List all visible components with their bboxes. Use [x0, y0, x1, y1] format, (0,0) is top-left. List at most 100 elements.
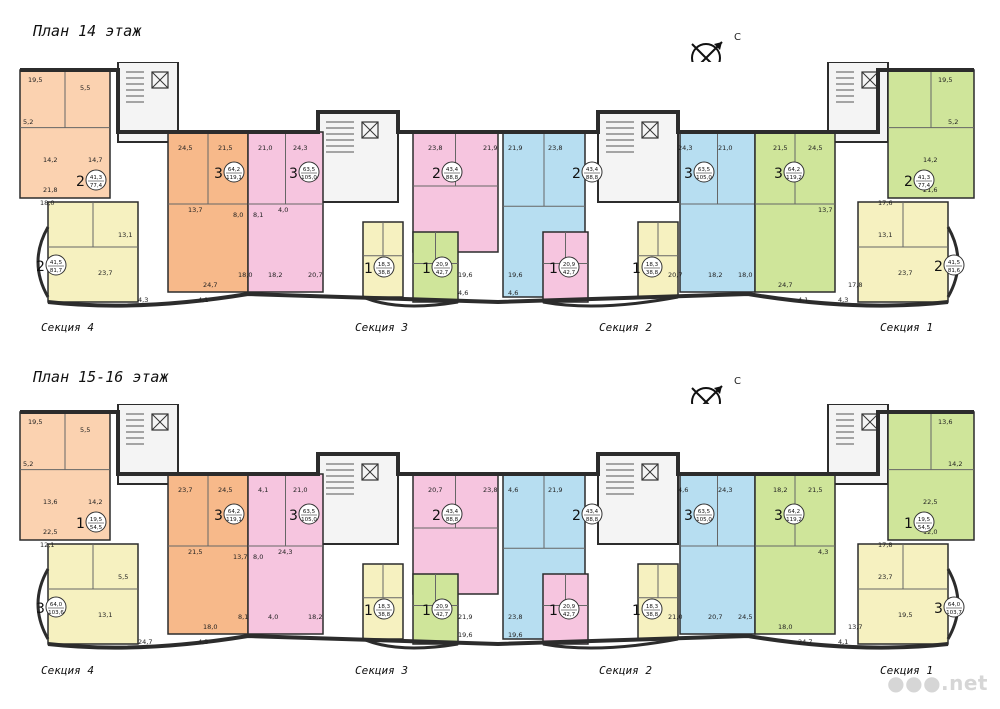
elevator-shaft	[151, 413, 169, 431]
room-area-label: 14,2	[923, 156, 937, 164]
bay-window	[542, 295, 679, 308]
plan-title-14: План 14 этаж	[33, 22, 142, 40]
area-circle	[943, 596, 965, 618]
room-area-label: 4,3	[818, 548, 828, 556]
room-area-label: 23,8	[548, 144, 562, 152]
bay-window	[362, 295, 459, 308]
area-circle	[641, 598, 663, 620]
room-area-label: 18,0	[203, 623, 217, 631]
room-area-label: 18,0	[40, 199, 54, 207]
elevator-shaft	[361, 121, 379, 139]
elevator-cross	[861, 71, 879, 89]
room-area-label: 4,6	[508, 486, 518, 494]
room-count-label: 1	[364, 603, 373, 619]
room-area-label: 18,2	[268, 271, 282, 279]
living-area-label: 18,3	[378, 262, 391, 268]
total-area-label: 77,4	[918, 183, 931, 189]
area-circle	[943, 254, 965, 276]
room-area-label: 4,3	[838, 296, 848, 304]
living-area-label: 64,0	[50, 602, 63, 608]
elevator-cross	[641, 121, 659, 139]
area-circle	[223, 161, 245, 183]
room-count-label: 1	[549, 603, 558, 619]
elevator-shaft	[641, 121, 659, 139]
room-area-label: 4,1	[798, 296, 808, 304]
living-area-label: 20,9	[436, 262, 449, 268]
outer-wall	[47, 633, 949, 650]
room-area-label: 14,2	[43, 156, 57, 164]
room-area-label: 23,7	[178, 486, 192, 494]
room-area-label: 18,0	[778, 623, 792, 631]
area-circle	[913, 169, 935, 191]
room-count-label: 1	[76, 516, 85, 532]
room-area-label: 21,5	[188, 548, 202, 556]
room-count-label: 2	[572, 508, 581, 524]
room-area-label: 21,9	[548, 486, 562, 494]
room-area-label: 5,5	[118, 573, 128, 581]
living-area-label: 41,3	[918, 175, 931, 181]
total-area-label: 77,4	[90, 183, 103, 189]
room-count-label: 1	[422, 261, 431, 277]
area-circle	[223, 503, 245, 525]
total-area-label: 105,0	[696, 517, 712, 523]
room-count-label: 3	[214, 508, 223, 524]
living-area-label: 64,2	[788, 509, 800, 515]
room-area-label: 18,0	[238, 271, 252, 279]
room-area-label: 21,0	[258, 144, 272, 152]
room-area-label: 13,7	[848, 623, 862, 631]
living-area-label: 64,2	[228, 167, 240, 173]
room-count-label: 3	[36, 601, 45, 617]
room-area-label: 4,6	[678, 486, 688, 494]
area-circle	[85, 169, 107, 191]
room-area-label: 24,5	[738, 613, 752, 621]
total-area-label: 38,8	[646, 612, 659, 618]
room-count-label: 2	[76, 174, 85, 190]
area-circle	[298, 161, 320, 183]
bay-window	[36, 226, 50, 298]
area-circle	[558, 256, 580, 278]
total-area-label: 42,7	[436, 612, 449, 618]
room-area-label: 21,5	[808, 486, 822, 494]
living-area-label: 18,3	[378, 604, 391, 610]
area-circle	[558, 598, 580, 620]
area-circle	[45, 596, 67, 618]
room-count-label: 3	[289, 166, 298, 182]
room-area-label: 18,2	[773, 486, 787, 494]
living-area-label: 41,3	[90, 175, 103, 181]
bay-window	[542, 637, 679, 650]
watermark: ●●●.net	[887, 671, 988, 695]
room-area-label: 12,0	[923, 528, 937, 536]
room-count-label: 2	[934, 259, 943, 275]
room-area-label: 22,5	[43, 528, 57, 536]
room-area-label: 18,2	[708, 271, 722, 279]
total-area-label: 81,7	[50, 268, 63, 274]
living-area-label: 63,5	[303, 167, 316, 173]
elevator-shaft	[151, 71, 169, 89]
outer-wall	[47, 291, 949, 308]
room-area-label: 4,3	[198, 638, 208, 646]
living-area-label: 19,5	[90, 517, 103, 523]
living-area-label: 63,5	[303, 509, 316, 515]
living-area-label: 64,2	[788, 167, 800, 173]
room-area-label: 4,1	[258, 486, 268, 494]
room-area-label: 22,5	[923, 498, 937, 506]
total-area-label: 119,2	[786, 175, 802, 181]
room-area-label: 19,5	[898, 611, 912, 619]
room-area-label: 21,0	[293, 486, 307, 494]
section-label-1: Секция 1	[880, 321, 933, 334]
room-area-label: 17,8	[848, 281, 862, 289]
room-count-label: 3	[684, 508, 693, 524]
living-area-label: 20,9	[563, 262, 576, 268]
living-area-label: 19,5	[918, 517, 931, 523]
living-area-label: 18,3	[646, 262, 659, 268]
room-area-label: 8,0	[253, 553, 263, 561]
room-area-label: 5,2	[23, 118, 33, 126]
room-area-label: 23,8	[508, 613, 522, 621]
room-count-label: 1	[904, 516, 913, 532]
total-area-label: 105,0	[301, 517, 317, 523]
room-count-label: 1	[422, 603, 431, 619]
living-area-label: 64,0	[948, 602, 961, 608]
room-area-label: 24,3	[293, 144, 307, 152]
room-count-label: 2	[36, 259, 45, 275]
bay-window	[362, 637, 459, 650]
